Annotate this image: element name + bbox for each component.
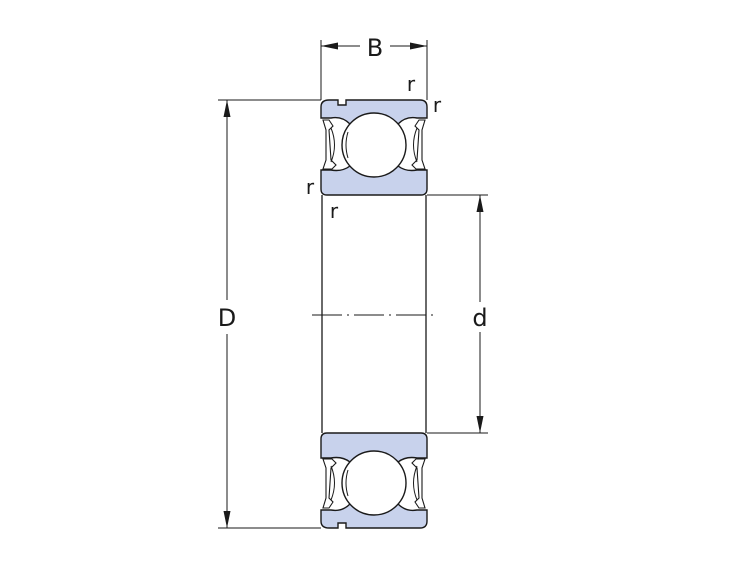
bore-outline — [321, 195, 427, 433]
bottom-seal-left — [322, 458, 337, 509]
bottom-seal-right — [411, 458, 426, 509]
top-section — [320, 99, 428, 196]
top-seal-right-lip — [413, 127, 418, 163]
dimension-bore-d-label: d — [472, 304, 487, 332]
bottom-seal-left-lip — [330, 465, 335, 501]
top-ball-highlight — [345, 131, 349, 159]
dimension-outer-d-label: D — [218, 304, 236, 332]
radius-label-inner-bore: r — [330, 199, 339, 223]
dimension-outer-d-arrow-bottom — [223, 511, 231, 528]
dimension-outer-d: D — [218, 100, 236, 528]
dimension-bore-d-arrow-top — [476, 195, 484, 212]
top-seal-right — [411, 119, 426, 170]
extension-lines — [218, 40, 488, 529]
bottom-ball-highlight — [345, 469, 349, 497]
dimension-bore-d: d — [472, 195, 488, 433]
radius-labels: r r r r — [306, 72, 442, 223]
dimension-outer-d-arrow-top — [223, 100, 231, 117]
top-seal-left — [322, 119, 337, 170]
radius-label-top-outer: r — [407, 72, 416, 96]
radius-label-inner-side: r — [306, 175, 315, 199]
bottom-seal-right-lip — [413, 465, 418, 501]
bottom-section — [320, 432, 428, 529]
top-seal-left-lip — [330, 127, 335, 163]
dimension-b-arrow-left — [321, 42, 338, 50]
top-ball — [341, 112, 407, 178]
dimension-b-arrow-right — [410, 42, 427, 50]
dimension-bore-d-arrow-bottom — [476, 416, 484, 433]
dimension-b-label: B — [367, 34, 383, 62]
radius-label-top-side: r — [433, 93, 442, 117]
bottom-ball — [341, 450, 407, 516]
dimension-b: B — [321, 34, 427, 62]
